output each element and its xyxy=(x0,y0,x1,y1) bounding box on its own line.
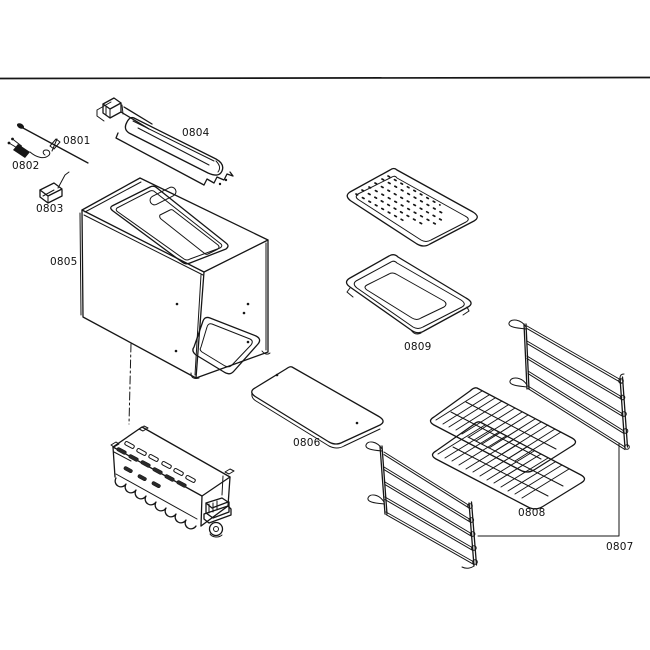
part-0802-sensor xyxy=(7,137,51,159)
burner-box-valve xyxy=(203,497,232,538)
part-label-0802: 0802 xyxy=(12,160,40,172)
part-0803-bracket xyxy=(39,171,70,204)
part-0806-glass-panel xyxy=(251,366,384,449)
top-border-line xyxy=(0,76,650,80)
part-label-0806: 0806 xyxy=(293,437,321,449)
part-label-0804: 0804 xyxy=(182,127,210,139)
side-rack-right xyxy=(508,319,630,451)
part-0805-oven-cavity xyxy=(79,177,271,379)
part-0804-burner xyxy=(96,97,234,186)
part-label-0801: 0801 xyxy=(63,135,91,147)
part-label-0808: 0808 xyxy=(518,507,546,519)
side-rack-left xyxy=(365,441,478,569)
part-0807-side-racks xyxy=(365,319,630,569)
burner-box-vent-slots xyxy=(116,441,196,489)
part-label-0809: 0809 xyxy=(404,341,432,353)
centerline-cavity-burner-box xyxy=(128,343,132,425)
part-label-0805: 0805 xyxy=(50,256,78,268)
part-0808-wire-shelves xyxy=(429,387,586,510)
burner-box xyxy=(110,425,235,538)
part-0801-probe xyxy=(16,123,89,164)
callout-line-0807 xyxy=(477,442,620,537)
part-label-0803: 0803 xyxy=(36,203,64,215)
part-0809-trays xyxy=(345,167,478,335)
part-label-0807: 0807 xyxy=(606,541,634,553)
